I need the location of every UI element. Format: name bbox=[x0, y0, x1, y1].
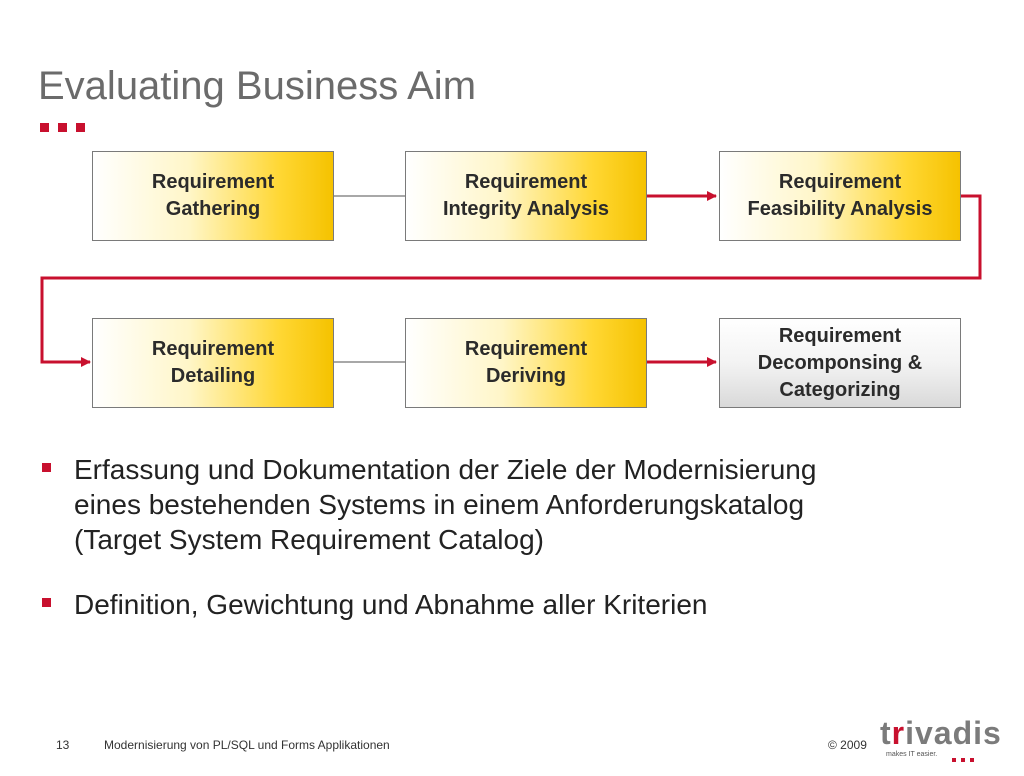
bullet-square-icon bbox=[42, 598, 51, 607]
box-requirement-gathering: Requirement Gathering bbox=[92, 151, 334, 241]
footer-page-number: 13 bbox=[56, 738, 70, 752]
bullet-text: Erfassung und Dokumentation der Ziele de… bbox=[74, 454, 817, 555]
box-requirement-feasibility-analysis: Requirement Feasibility Analysis bbox=[719, 151, 961, 241]
bullet-square-icon bbox=[42, 463, 51, 472]
trivadis-logo: trivadis makes IT easier. bbox=[880, 716, 1001, 766]
box-requirement-deriving: Requirement Deriving bbox=[405, 318, 647, 408]
slide-title: Evaluating Business Aim bbox=[38, 64, 477, 108]
bullet-list: Erfassung und Dokumentation der Ziele de… bbox=[40, 452, 1000, 652]
box-requirement-integrity-analysis: Requirement Integrity Analysis bbox=[405, 151, 647, 241]
bullet-item: Definition, Gewichtung und Abnahme aller… bbox=[40, 587, 1000, 622]
box-requirement-detailing: Requirement Detailing bbox=[92, 318, 334, 408]
bullet-text: Definition, Gewichtung und Abnahme aller… bbox=[74, 589, 708, 620]
logo-word-post: ivadis bbox=[905, 715, 1002, 751]
title-decoration-dots bbox=[40, 123, 94, 132]
box-requirement-decomposing-categorizing: Requirement Decomponsing & Categorizing bbox=[719, 318, 961, 408]
logo-tagline: makes IT easier. bbox=[886, 751, 938, 758]
connector-feasibility-detailing bbox=[40, 194, 982, 367]
logo-word-pre: t bbox=[880, 715, 892, 751]
logo-word-accent: r bbox=[891, 715, 906, 751]
footer-copyright: © 2009 bbox=[828, 738, 867, 752]
logo-wordmark: trivadis bbox=[880, 716, 1002, 750]
logo-decoration-dots bbox=[952, 758, 979, 763]
footer-presentation-title: Modernisierung von PL/SQL und Forms Appl… bbox=[104, 738, 390, 752]
bullet-item: Erfassung und Dokumentation der Ziele de… bbox=[40, 452, 1000, 557]
